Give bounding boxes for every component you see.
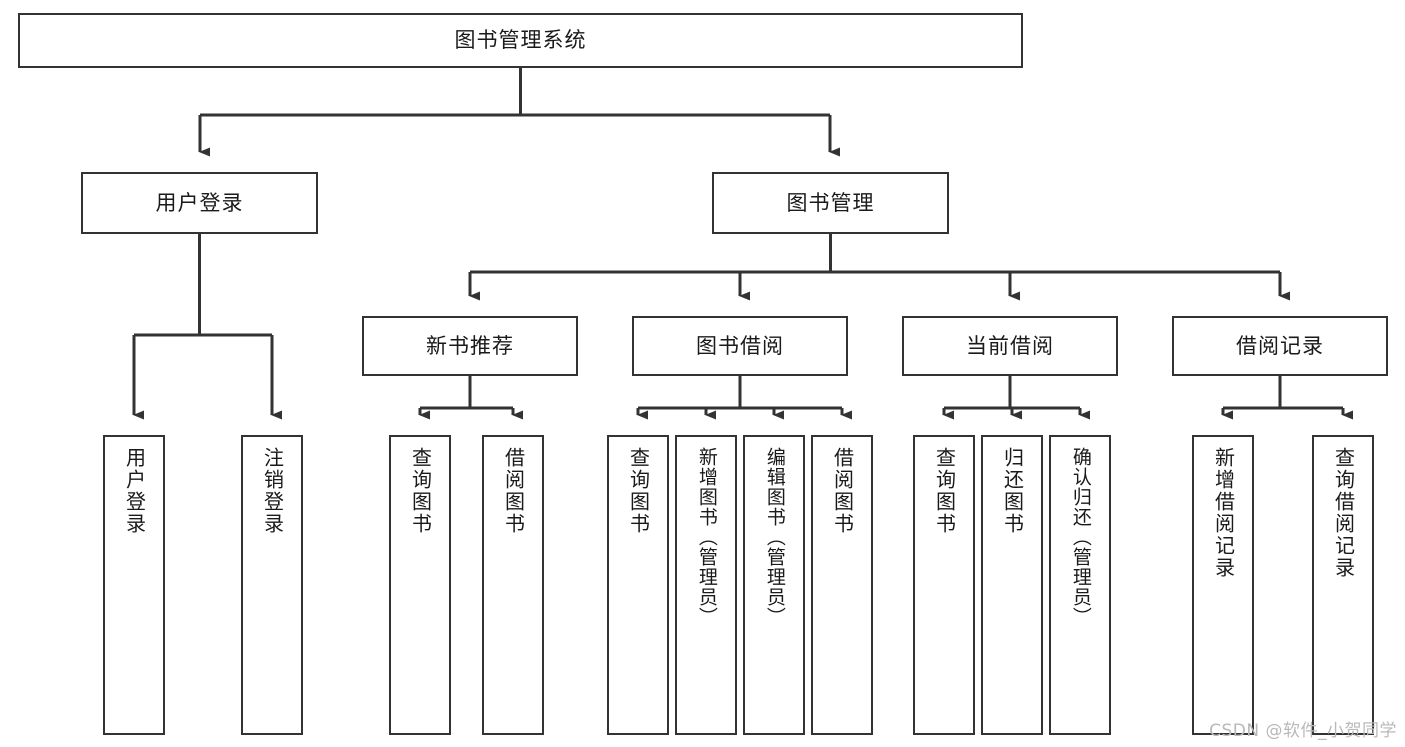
node-leaf-user-logout-label: 注销登录 (260, 447, 285, 535)
node-leaf-edit-book[interactable]: 编辑图书（管理员） (743, 435, 805, 735)
node-leaf-query-book-1-label: 查询图书 (408, 447, 433, 535)
node-book-manage-label: 图书管理 (786, 190, 875, 215)
node-new-book-rec-label: 新书推荐 (426, 333, 514, 358)
node-book-borrow-label: 图书借阅 (696, 333, 784, 358)
node-root-label: 图书管理系统 (454, 28, 587, 53)
connector-newbook-to-leaves (418, 376, 523, 420)
connector-bookborrow-to-leaves (636, 376, 852, 420)
node-leaf-user-login[interactable]: 用户登录 (103, 435, 165, 735)
node-leaf-return-book[interactable]: 归还图书 (981, 435, 1043, 735)
node-borrow-record-label: 借阅记录 (1236, 333, 1324, 358)
node-leaf-borrow-book-1-label: 借阅图书 (501, 447, 526, 535)
connector-root-to-level1 (198, 68, 840, 157)
node-new-book-rec[interactable]: 新书推荐 (362, 316, 578, 376)
connector-currentborrow-to-leaves (942, 376, 1090, 420)
node-leaf-add-record[interactable]: 新增借阅记录 (1192, 435, 1254, 735)
node-leaf-user-logout[interactable]: 注销登录 (241, 435, 303, 735)
node-leaf-query-book-3-label: 查询图书 (932, 447, 957, 535)
node-leaf-return-book-label: 归还图书 (1000, 447, 1025, 535)
node-leaf-confirm-return-label: 确认归还（管理员） (1069, 447, 1092, 627)
node-leaf-borrow-book-2-label: 借阅图书 (830, 447, 855, 535)
node-book-manage[interactable]: 图书管理 (712, 172, 949, 234)
node-user-login[interactable]: 用户登录 (81, 172, 318, 234)
node-book-borrow[interactable]: 图书借阅 (632, 316, 848, 376)
node-current-borrow[interactable]: 当前借阅 (902, 316, 1118, 376)
node-leaf-add-book[interactable]: 新增图书（管理员） (675, 435, 737, 735)
connector-borrowrecord-to-leaves (1221, 376, 1353, 420)
node-leaf-query-book-3[interactable]: 查询图书 (913, 435, 975, 735)
node-leaf-user-login-label: 用户登录 (122, 447, 147, 535)
node-leaf-query-record[interactable]: 查询借阅记录 (1312, 435, 1374, 735)
node-root-system[interactable]: 图书管理系统 (18, 13, 1023, 68)
node-leaf-add-record-label: 新增借阅记录 (1211, 447, 1236, 579)
node-leaf-query-book-2-label: 查询图书 (626, 447, 651, 535)
connector-userlogin-to-leaves (132, 234, 282, 420)
node-leaf-add-book-label: 新增图书（管理员） (695, 447, 718, 627)
node-leaf-edit-book-label: 编辑图书（管理员） (763, 447, 786, 627)
node-user-login-label: 用户登录 (155, 190, 244, 215)
node-leaf-query-record-label: 查询借阅记录 (1331, 447, 1356, 579)
node-leaf-query-book-1[interactable]: 查询图书 (389, 435, 451, 735)
node-leaf-borrow-book-1[interactable]: 借阅图书 (482, 435, 544, 735)
node-leaf-confirm-return[interactable]: 确认归还（管理员） (1049, 435, 1111, 735)
node-borrow-record[interactable]: 借阅记录 (1172, 316, 1388, 376)
node-current-borrow-label: 当前借阅 (966, 333, 1054, 358)
connector-bookmanage-to-level2 (468, 234, 1290, 301)
node-leaf-borrow-book-2[interactable]: 借阅图书 (811, 435, 873, 735)
node-leaf-query-book-2[interactable]: 查询图书 (607, 435, 669, 735)
